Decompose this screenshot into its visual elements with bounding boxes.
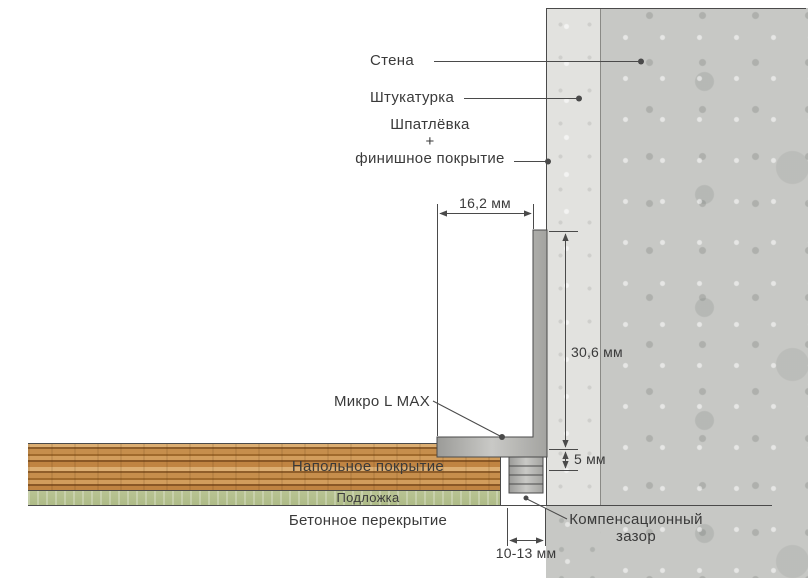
leader-dot	[638, 58, 644, 65]
putty-label-line1: Шпатлёвка	[390, 116, 470, 133]
dimension-profile-base-label: 5 мм	[574, 451, 606, 467]
floor-covering-layer	[28, 443, 500, 490]
gap-leader-line	[526, 498, 568, 520]
plaster-label: Штукатурка	[370, 89, 455, 106]
expansion-gap-label-line1: Компенсационный	[569, 511, 703, 528]
wall-label: Стена	[370, 52, 415, 69]
dimension-profile-width-label: 16,2 мм	[459, 195, 511, 211]
dimension-gap-width-label: 10-13 мм	[495, 545, 557, 561]
underlay-label: Подложка	[336, 490, 400, 505]
skirting-profile	[436, 229, 548, 458]
plaster-layer	[546, 8, 600, 506]
expansion-gap-label-line2: зазор	[616, 528, 656, 545]
leader-dot	[523, 495, 529, 501]
concrete-slab-under-wall	[546, 506, 600, 578]
dimension-profile-height-label: 30,6 мм	[571, 344, 623, 360]
slab-label: Бетонное перекрытие	[288, 512, 448, 529]
putty-label-line2: финишное покрытие	[355, 150, 505, 167]
leader-dot	[545, 158, 551, 165]
profile-label: Микро L MAX	[333, 393, 430, 410]
putty-label-plus: +	[425, 133, 435, 150]
leader-dot	[499, 434, 505, 440]
putty-label: Шпатлёвка + финишное покрытие	[340, 116, 520, 167]
floor-covering-label: Напольное покрытие	[291, 458, 445, 475]
leader-dot	[576, 95, 582, 102]
profile-leader-line	[432, 400, 501, 437]
underlay-layer	[28, 490, 500, 505]
expansion-gap-label: Компенсационный зазор	[556, 511, 716, 545]
concrete-wall	[600, 8, 808, 578]
